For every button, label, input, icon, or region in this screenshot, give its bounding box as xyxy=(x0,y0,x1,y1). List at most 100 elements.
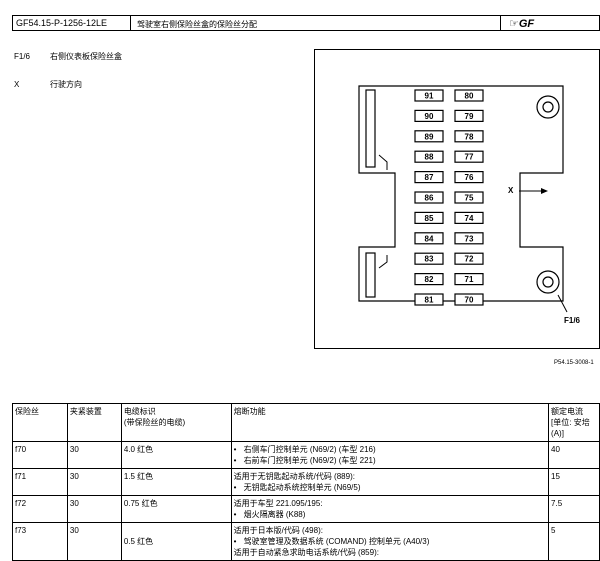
header-rating: 额定电流 [单位: 安培 (A)] xyxy=(548,403,600,442)
legend-key: X xyxy=(14,80,20,89)
table-row: f73 30 0.5 红色 适用于日本版/代码 (498): 驾驶室管理及数据系… xyxy=(12,522,600,561)
direction-arrow-head xyxy=(541,188,548,194)
mount-hole-bottom xyxy=(536,270,560,294)
function-condition: 适用于日本版/代码 (498): xyxy=(233,526,323,535)
fuse-slot-87 xyxy=(414,170,444,184)
rating-cell: 5 xyxy=(548,522,600,561)
doc-title: 驾驶室右侧保险丝盒的保险丝分配 xyxy=(131,16,501,30)
fuse-slot-77 xyxy=(454,150,484,163)
fuse-slot-75 xyxy=(454,191,484,204)
clamp-cell: 30 xyxy=(66,468,122,496)
rating-cell: 40 xyxy=(548,441,600,469)
direction-label: X xyxy=(508,186,514,195)
fuse-slot-89 xyxy=(414,130,444,143)
fuse-number-85: 85 xyxy=(425,214,434,223)
cable-text: 0.5 红色 xyxy=(123,537,154,546)
fuse-slots: 9190898887868584838281807978777675747372… xyxy=(414,89,484,306)
figure-reference: P54.15-3008-1 xyxy=(554,360,594,366)
cable-cell: 0.5 红色 xyxy=(120,522,232,561)
fuse-number-81: 81 xyxy=(425,296,434,305)
fuse-number-87: 87 xyxy=(425,173,434,182)
table-row: f70 30 4.0 红色 右侧车门控制单元 (N69/2) (车型 216) … xyxy=(12,441,600,469)
table-row: f71 30 1.5 红色 适用于无钥匙起动系统/代码 (889): 无钥匙起动… xyxy=(12,468,600,496)
fuse-number-91: 91 xyxy=(425,92,434,101)
pointing-hand-icon: ☞ xyxy=(509,18,519,30)
fuse-cell: f70 xyxy=(12,441,68,469)
fuse-number-88: 88 xyxy=(425,153,434,162)
fuse-slot-74 xyxy=(454,211,484,224)
clamp-cell: 30 xyxy=(66,522,122,561)
legend-key: F1/6 xyxy=(14,52,31,61)
fuse-slot-86 xyxy=(414,191,444,204)
header-clamp: 夹紧装置 xyxy=(66,403,122,442)
header-fuse: 保险丝 xyxy=(12,403,68,442)
left-bottom-slot xyxy=(365,252,376,298)
fuse-number-76: 76 xyxy=(465,173,474,182)
fuse-slot-71 xyxy=(454,273,484,286)
function-item: 无钥匙起动系统控制单元 (N69/5) xyxy=(244,482,546,493)
fuse-slot-72 xyxy=(454,252,484,265)
fuse-slot-83 xyxy=(414,252,444,265)
fuse-number-73: 73 xyxy=(465,234,474,243)
fusebox-leader-line xyxy=(557,294,568,313)
fuse-slot-78 xyxy=(454,130,484,143)
fuse-number-70: 70 xyxy=(465,296,474,305)
legend-text: 右侧仪表板保险丝盒 xyxy=(50,52,122,61)
fuse-number-82: 82 xyxy=(425,275,434,284)
cable-cell: 1.5 红色 xyxy=(120,468,232,496)
clamp-cell: 30 xyxy=(66,495,122,523)
fuse-slot-90 xyxy=(414,109,444,123)
fuse-number-74: 74 xyxy=(465,214,474,223)
function-item: 驾驶室管理及数据系统 (COMAND) 控制单元 (A40/3) xyxy=(244,536,546,547)
fuse-number-90: 90 xyxy=(425,112,434,121)
rating-cell: 15 xyxy=(548,468,600,496)
gf-badge-label: GF xyxy=(518,18,535,30)
fuse-slot-76 xyxy=(454,170,484,184)
fuse-cell: f73 xyxy=(12,522,68,561)
cable-cell: 0.75 红色 xyxy=(120,495,232,523)
fuse-number-83: 83 xyxy=(425,255,434,264)
function-list: 驾驶室管理及数据系统 (COMAND) 控制单元 (A40/3) xyxy=(234,536,546,547)
function-item: 右侧车门控制单元 (N69/2) (车型 216) xyxy=(244,444,546,455)
function-cell: 适用于无钥匙起动系统/代码 (889): 无钥匙起动系统控制单元 (N69/5) xyxy=(230,468,550,496)
fuse-slot-81 xyxy=(414,293,444,306)
left-top-latch xyxy=(378,154,388,170)
mount-hole-top-inner xyxy=(542,101,554,113)
fuse-slot-70 xyxy=(454,293,484,306)
legend-item-f16: F1/6 右侧仪表板保险丝盒 xyxy=(14,51,122,62)
table-header-row: 保险丝 夹紧装置 电缆标识 (带保险丝的电缆) 熔断功能 额定电流 [单位: 安… xyxy=(12,403,600,442)
fuse-slot-80 xyxy=(454,89,484,102)
function-list: 烟火隔离器 (K88) xyxy=(234,509,546,520)
left-bottom-latch xyxy=(378,255,388,269)
function-item: 烟火隔离器 (K88) xyxy=(244,509,546,520)
function-item: 右前车门控制单元 (N69/2) (车型 221) xyxy=(244,455,546,466)
fuse-number-79: 79 xyxy=(465,112,474,121)
clamp-cell: 30 xyxy=(66,441,122,469)
fuse-slot-79 xyxy=(454,109,484,123)
header-cable: 电缆标识 (带保险丝的电缆) xyxy=(120,403,232,442)
fuse-cell: f72 xyxy=(12,495,68,523)
function-condition: 适用于自动紧急求助电话系统/代码 (859): xyxy=(233,548,379,557)
function-list: 右侧车门控制单元 (N69/2) (车型 216) 右前车门控制单元 (N69/… xyxy=(234,444,546,466)
fuse-box-outline xyxy=(358,85,564,302)
mount-hole-bottom-inner xyxy=(542,276,554,288)
fuse-slot-84 xyxy=(414,232,444,245)
fuse-number-86: 86 xyxy=(425,194,434,203)
fuse-assignment-table: 保险丝 夹紧装置 电缆标识 (带保险丝的电缆) 熔断功能 额定电流 [单位: 安… xyxy=(12,403,600,561)
doc-id: GF54.15-P-1256-12LE xyxy=(13,16,131,30)
fusebox-label: F1/6 xyxy=(564,316,581,325)
fuse-number-75: 75 xyxy=(465,194,474,203)
fuse-box-svg: 9190898887868584838281807978777675747372… xyxy=(358,85,581,325)
fuse-slot-91 xyxy=(414,89,444,102)
fuse-number-89: 89 xyxy=(425,132,434,141)
fuse-slot-82 xyxy=(414,273,444,286)
function-cell: 右侧车门控制单元 (N69/2) (车型 216) 右前车门控制单元 (N69/… xyxy=(230,441,550,469)
function-condition: 适用于无钥匙起动系统/代码 (889): xyxy=(233,472,355,481)
table-row: f72 30 0.75 红色 适用于车型 221.095/195: 烟火隔离器 … xyxy=(12,495,600,523)
left-top-slot xyxy=(365,89,376,168)
fuse-slot-88 xyxy=(414,150,444,163)
function-list: 无钥匙起动系统控制单元 (N69/5) xyxy=(234,482,546,493)
function-condition: 适用于车型 221.095/195: xyxy=(233,499,323,508)
